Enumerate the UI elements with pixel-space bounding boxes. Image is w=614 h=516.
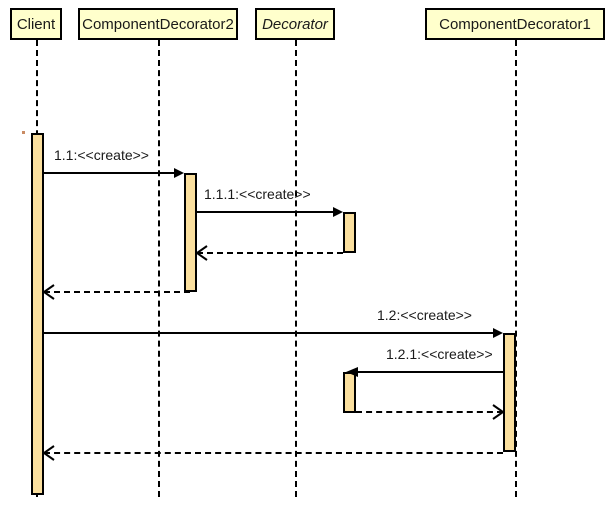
arrowhead-1-2 xyxy=(493,328,503,338)
message-label-1-2-1: 1.2.1:<<create>> xyxy=(386,346,493,362)
message-line-1-2[interactable] xyxy=(44,332,493,334)
participant-box-client[interactable]: Client xyxy=(10,8,62,40)
lifeline-component-decorator-1 xyxy=(515,40,517,497)
arrowhead-1-1-1 xyxy=(333,207,343,217)
message-label-1-1: 1.1:<<create>> xyxy=(54,147,149,163)
arrowhead-1-1 xyxy=(174,168,184,178)
lifeline-decorator xyxy=(295,40,297,497)
participant-label-client: Client xyxy=(16,15,56,33)
participant-label-component-decorator-2: ComponentDecorator2 xyxy=(82,15,234,33)
activation-bar-decorator-second[interactable] xyxy=(343,372,356,413)
message-line-1-1[interactable] xyxy=(44,172,174,174)
return-line-component-decorator-2-to-client[interactable] xyxy=(44,291,190,293)
activation-bar-component-decorator-1[interactable] xyxy=(503,333,516,452)
return-line-decorator-to-component-decorator-1[interactable] xyxy=(356,411,503,413)
message-label-1-2: 1.2:<<create>> xyxy=(377,307,472,323)
message-line-1-1-1[interactable] xyxy=(197,211,333,213)
activation-bar-component-decorator-2[interactable] xyxy=(184,173,197,292)
activation-bar-client[interactable] xyxy=(31,133,44,495)
participant-label-decorator: Decorator xyxy=(262,15,328,33)
participant-box-component-decorator-1[interactable]: ComponentDecorator1 xyxy=(425,8,605,40)
return-line-decorator-to-component-decorator-2[interactable] xyxy=(197,252,343,254)
create-marker-dot xyxy=(22,131,25,134)
return-line-component-decorator-1-to-client[interactable] xyxy=(44,452,503,454)
participant-box-decorator[interactable]: Decorator xyxy=(255,8,335,40)
activation-bar-decorator-first[interactable] xyxy=(343,212,356,253)
lifeline-component-decorator-2 xyxy=(158,40,160,497)
message-line-1-2-1[interactable] xyxy=(356,371,503,373)
participant-box-component-decorator-2[interactable]: ComponentDecorator2 xyxy=(78,8,238,40)
participant-label-component-decorator-1: ComponentDecorator1 xyxy=(439,15,591,33)
message-label-1-1-1: 1.1.1:<<create>> xyxy=(204,186,311,202)
